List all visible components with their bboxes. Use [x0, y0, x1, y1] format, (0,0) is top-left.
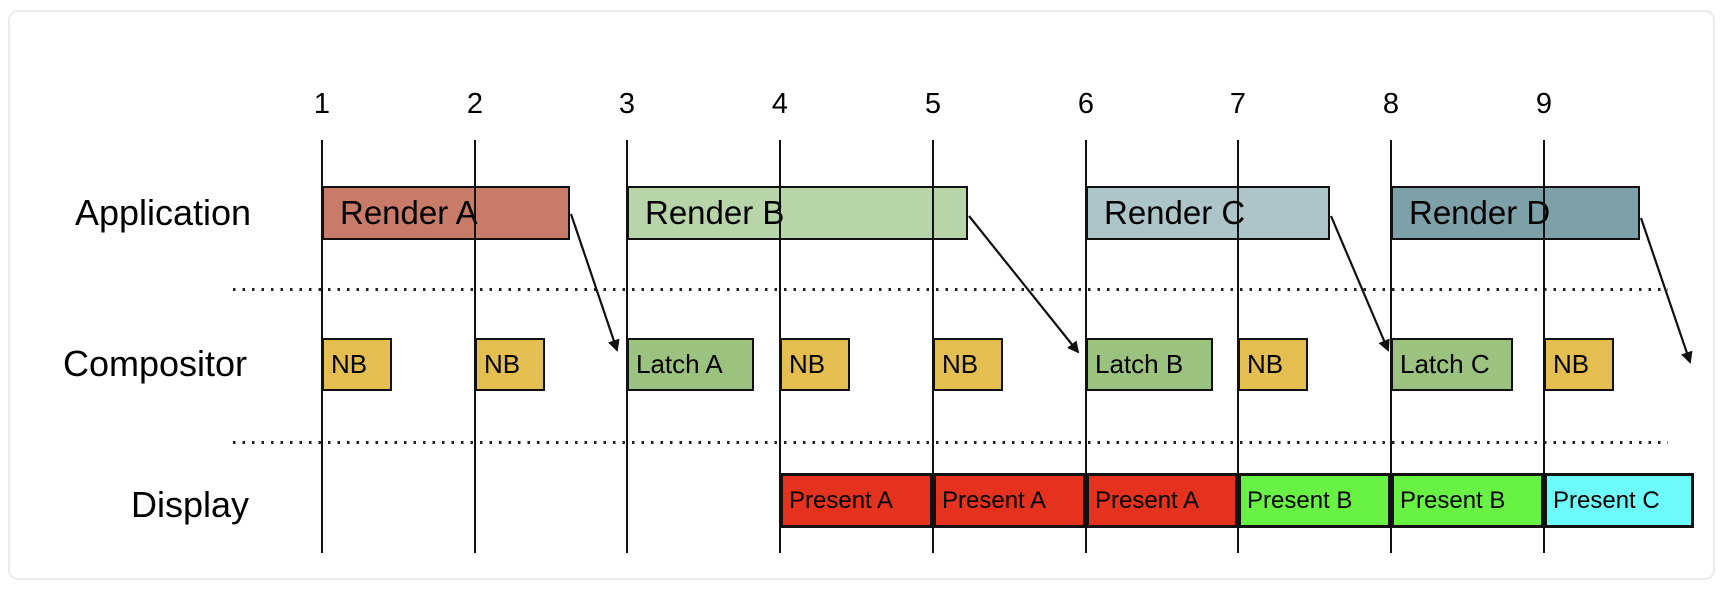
tick-label-9: 9 [1535, 88, 1553, 120]
box-label: Render C [1104, 194, 1246, 231]
vsync-line-9 [1543, 140, 1545, 553]
vsync-line-6 [1085, 140, 1087, 553]
compositor-box-nb: NB [322, 338, 392, 391]
row-label-display: Display [130, 484, 250, 525]
vsync-line-5 [932, 140, 934, 553]
tick-label-3: 3 [618, 88, 636, 120]
vsync-line-7 [1237, 140, 1239, 553]
application-box-render-b: Render B [627, 186, 968, 240]
compositor-box-nb: NB [1544, 338, 1614, 391]
vsync-line-4 [779, 140, 781, 553]
box-label: NB [331, 349, 368, 379]
box-label: Present B [1247, 486, 1353, 514]
box-label: Render A [340, 194, 478, 231]
application-box-render-c: Render C [1086, 186, 1330, 240]
compositor-box-latch-b: Latch B [1086, 338, 1213, 391]
box-label: Present B [1400, 486, 1506, 514]
tick-label-5: 5 [924, 88, 942, 120]
display-box-present-a: Present A [933, 473, 1086, 528]
vsync-line-3 [626, 140, 628, 553]
box-label: Present A [1095, 486, 1200, 514]
vsync-line-8 [1390, 140, 1392, 553]
display-box-present-a: Present A [1086, 473, 1238, 528]
application-box-render-a: Render A [322, 186, 570, 240]
compositor-box-latch-c: Latch C [1391, 338, 1513, 391]
display-box-present-c: Present C [1544, 473, 1694, 528]
application-box-render-d: Render D [1391, 186, 1640, 240]
tick-label-6: 6 [1077, 88, 1095, 120]
lane-separator-2 [233, 441, 1668, 444]
tick-label-7: 7 [1229, 88, 1247, 120]
lane-separator-1 [233, 288, 1668, 291]
box-label: NB [789, 349, 826, 379]
tick-label-8: 8 [1382, 88, 1400, 120]
compositor-box-nb: NB [780, 338, 850, 391]
box-label: Present A [942, 486, 1047, 514]
compositor-box-nb: NB [1238, 338, 1308, 391]
display-box-present-b: Present B [1391, 473, 1544, 528]
box-label: Present A [789, 486, 894, 514]
tick-label-4: 4 [771, 88, 789, 120]
box-label: Present C [1553, 486, 1660, 514]
box-label: Latch B [1095, 349, 1184, 379]
vsync-line-1 [321, 140, 323, 553]
box-label: Render B [645, 194, 785, 231]
diagram-frame-border [8, 10, 1715, 580]
display-box-present-a: Present A [780, 473, 933, 528]
compositor-box-latch-a: Latch A [627, 338, 754, 391]
row-label-application: Application [74, 192, 252, 233]
compositor-box-nb: NB [933, 338, 1003, 391]
box-label: NB [1247, 349, 1284, 379]
display-box-present-b: Present B [1238, 473, 1391, 528]
box-label: Render D [1409, 194, 1551, 231]
compositor-box-nb: NB [475, 338, 545, 391]
tick-label-1: 1 [313, 88, 331, 120]
box-label: Latch C [1400, 349, 1490, 379]
box-label: NB [942, 349, 979, 379]
box-label: NB [484, 349, 521, 379]
tick-label-2: 2 [466, 88, 484, 120]
vsync-line-2 [474, 140, 476, 553]
box-label: NB [1553, 349, 1590, 379]
row-label-compositor: Compositor [62, 343, 248, 384]
box-label: Latch A [636, 349, 723, 379]
